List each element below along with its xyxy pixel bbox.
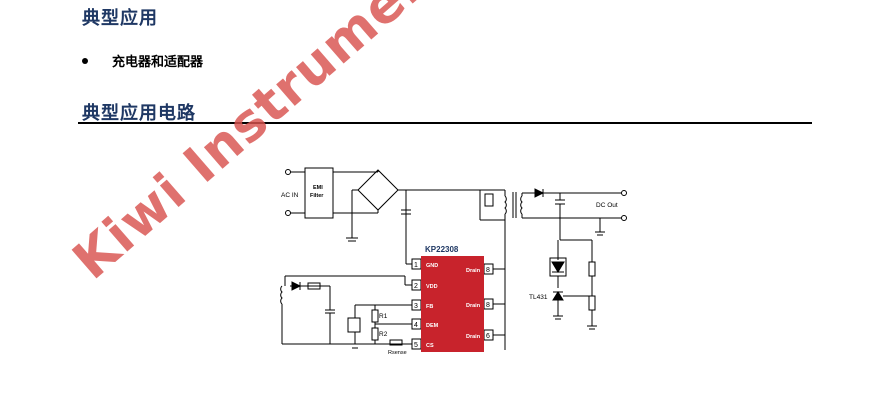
bullet-item: 充电器和适配器 <box>112 55 204 70</box>
pin-4-name: DEM <box>426 323 439 329</box>
emi-label-2: Filter <box>310 193 324 199</box>
pin-2-name: VDD <box>426 284 438 290</box>
chip-label: KP22308 <box>425 245 459 254</box>
pin-4-num: 4 <box>414 322 418 329</box>
emi-label-1: EMI <box>313 185 323 191</box>
drain-pin-3-name: Drain <box>466 334 481 340</box>
bullet-dot <box>82 58 88 64</box>
drain-pin-2-num: 8 <box>486 302 490 309</box>
drain-pin-3-num: 6 <box>486 333 490 340</box>
pin-2-num: 2 <box>414 283 418 290</box>
drain-pin-1-name: Drain <box>466 268 481 274</box>
pin-1-name: GND <box>426 263 438 269</box>
section-heading-application: 典型应用 <box>82 8 158 29</box>
chip-body <box>421 256 484 352</box>
rsense-label: Rsense <box>388 350 407 356</box>
r2-label: R2 <box>379 331 388 338</box>
heading-rule <box>78 122 812 124</box>
pin-3-num: 3 <box>414 303 418 310</box>
tl431-label: TL431 <box>529 294 548 301</box>
pin-5-num: 5 <box>414 342 418 349</box>
pin-5-name: CS <box>426 343 434 349</box>
pin-1-num: 1 <box>414 262 418 269</box>
r1-label: R1 <box>379 313 388 320</box>
dc-out-label: DC Out <box>596 202 618 209</box>
drain-pin-1-num: 8 <box>486 267 490 274</box>
pin-3-name: FB <box>426 304 433 310</box>
section-heading-circuit: 典型应用电路 <box>82 103 196 124</box>
ac-in-label: AC IN <box>281 192 299 199</box>
drain-pin-2-name: Drain <box>466 303 481 309</box>
